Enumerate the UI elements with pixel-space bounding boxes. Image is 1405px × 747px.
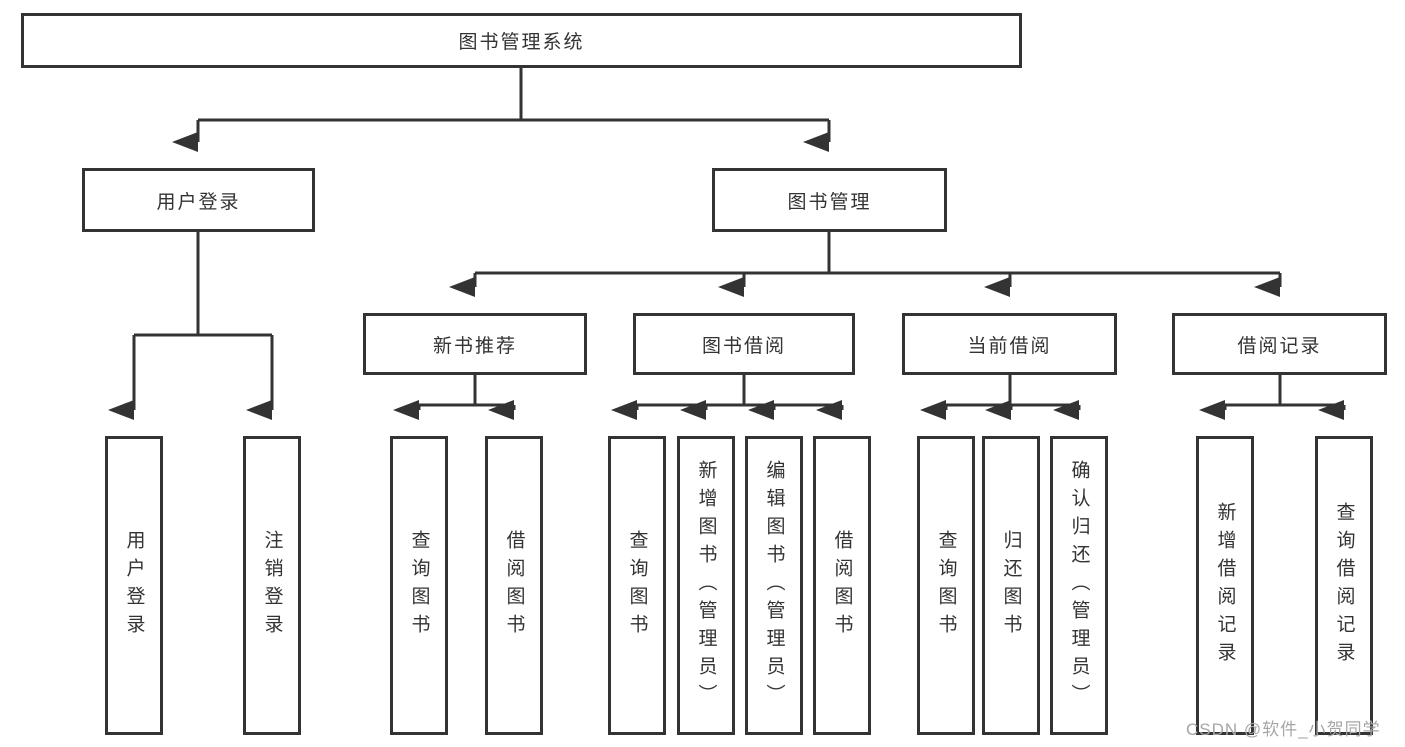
- leaf-borrow-edit: 编辑图书（管理员）: [745, 436, 803, 735]
- leaf-logout: 注销登录: [243, 436, 301, 735]
- node-new-book-label: 新书推荐: [432, 335, 517, 357]
- leaf-user-login-label: 用户登录: [123, 529, 145, 642]
- leaf-current-confirm-label: 确认归还（管理员）: [1068, 459, 1090, 712]
- leaf-newbook-query: 查询图书: [390, 436, 448, 735]
- node-book-mgmt-label: 图书管理: [787, 191, 872, 213]
- leaf-records-add-label: 新增借阅记录: [1214, 501, 1236, 670]
- leaf-borrow-add: 新增图书（管理员）: [677, 436, 735, 735]
- node-user-login-label: 用户登录: [156, 191, 241, 213]
- leaf-logout-label: 注销登录: [261, 529, 283, 642]
- leaf-borrow-add-label: 新增图书（管理员）: [695, 459, 717, 712]
- leaf-user-login: 用户登录: [105, 436, 163, 735]
- leaf-newbook-borrow: 借阅图书: [485, 436, 543, 735]
- leaf-newbook-borrow-label: 借阅图书: [503, 529, 525, 642]
- edges-current-borrow: [920, 375, 1081, 420]
- node-book-borrow-label: 图书借阅: [701, 335, 786, 357]
- leaf-borrow-query: 查询图书: [608, 436, 666, 735]
- edges-user-login: [108, 232, 274, 420]
- edges-borrow-records: [1199, 375, 1346, 420]
- leaf-current-return-label: 归还图书: [1000, 529, 1022, 642]
- edges-root: [172, 68, 831, 152]
- node-root-label: 图书管理系统: [458, 32, 585, 53]
- leaf-current-query-label: 查询图书: [935, 529, 957, 642]
- leaf-current-confirm: 确认归还（管理员）: [1050, 436, 1108, 735]
- node-borrow-records-label: 借阅记录: [1237, 335, 1322, 357]
- leaf-records-query: 查询借阅记录: [1315, 436, 1373, 735]
- leaf-current-query: 查询图书: [917, 436, 975, 735]
- node-book-mgmt: 图书管理: [712, 168, 947, 232]
- leaf-records-add: 新增借阅记录: [1196, 436, 1254, 735]
- node-borrow-records: 借阅记录: [1172, 313, 1387, 375]
- node-current-borrow-label: 当前借阅: [967, 335, 1052, 357]
- edges-new-book: [393, 375, 516, 420]
- node-book-borrow: 图书借阅: [633, 313, 855, 375]
- edges-book-borrow: [611, 375, 844, 420]
- leaf-newbook-query-label: 查询图书: [408, 529, 430, 642]
- leaf-current-return: 归还图书: [982, 436, 1040, 735]
- node-current-borrow: 当前借阅: [902, 313, 1117, 375]
- node-user-login: 用户登录: [82, 168, 315, 232]
- node-new-book: 新书推荐: [363, 313, 587, 375]
- leaf-records-query-label: 查询借阅记录: [1333, 501, 1355, 670]
- node-root: 图书管理系统: [21, 13, 1022, 68]
- leaf-borrow-borrow-label: 借阅图书: [831, 529, 853, 642]
- watermark: CSDN @软件_小贺同学: [1186, 720, 1381, 739]
- leaf-borrow-query-label: 查询图书: [626, 529, 648, 642]
- edges-book-mgmt: [449, 232, 1282, 297]
- leaf-borrow-borrow: 借阅图书: [813, 436, 871, 735]
- leaf-borrow-edit-label: 编辑图书（管理员）: [763, 459, 785, 712]
